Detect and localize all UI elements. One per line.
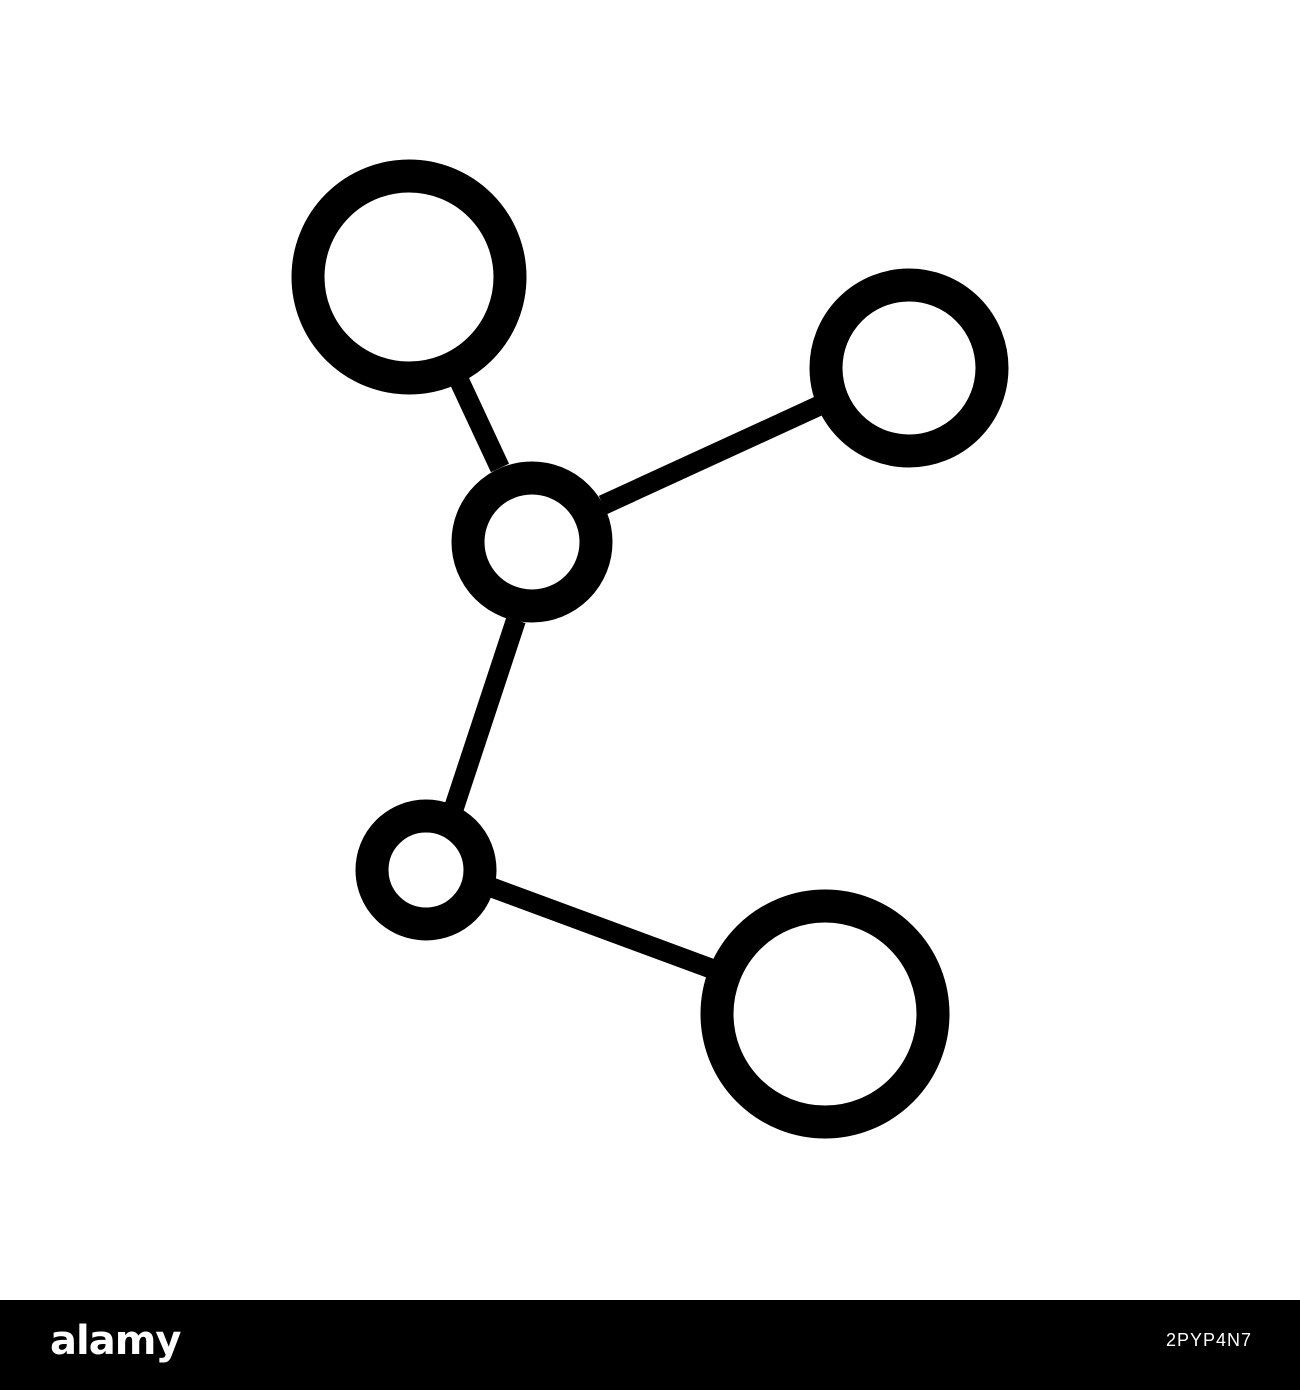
bond-line [598,393,830,515]
watermark-bar: alamy 2PYP4N7 [0,1300,1300,1390]
atom-circle [809,268,1009,468]
atom-circle [700,889,950,1139]
bond-line [481,875,719,980]
atom-circle [355,799,497,941]
atom-circle [291,159,527,395]
brand-logo: alamy [50,1318,181,1364]
atom-circle [451,461,613,623]
molecule-network-icon [291,159,1009,1139]
bond-line [436,616,526,836]
image-id-label: 2PYP4N7 [1165,1330,1252,1350]
bond-line [448,373,510,473]
